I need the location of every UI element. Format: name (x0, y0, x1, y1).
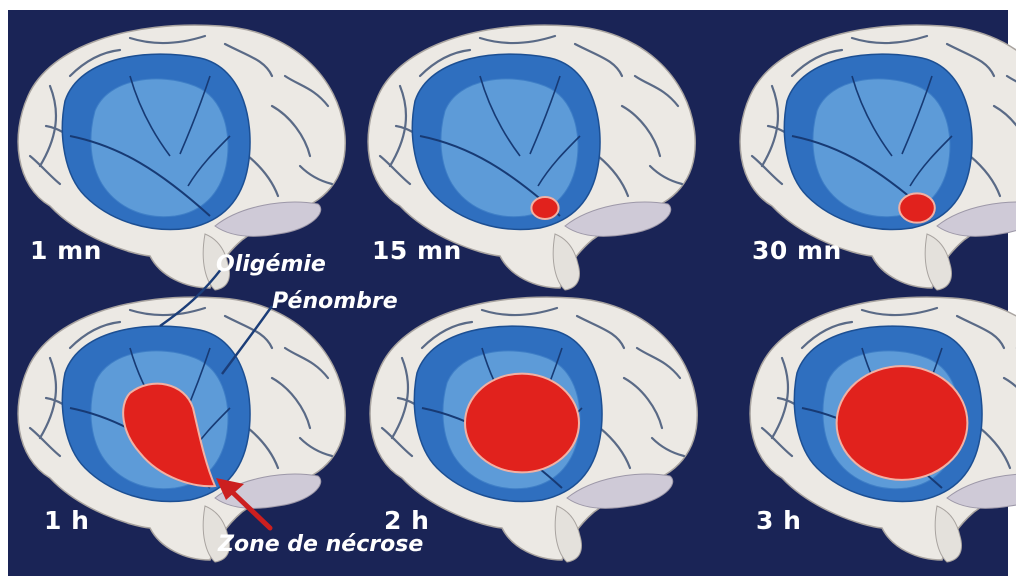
time-label-3h: 3 h (756, 506, 801, 535)
necrosis-zone (465, 374, 579, 473)
time-label-1h: 1 h (44, 506, 89, 535)
time-label-2h: 2 h (384, 506, 429, 535)
time-label-30mn: 30 mn (752, 236, 842, 265)
necrosis-zone (531, 197, 558, 219)
necrosis-zone (837, 366, 968, 480)
necrosis-zone (899, 193, 935, 222)
necrosis-label: Zone de nécrose (218, 532, 423, 557)
penumbra-label: Pénombre (272, 289, 398, 314)
time-label-15mn: 15 mn (372, 236, 462, 265)
time-label-1mn: 1 mn (30, 236, 102, 265)
oligemia-label: Oligémie (216, 252, 326, 277)
